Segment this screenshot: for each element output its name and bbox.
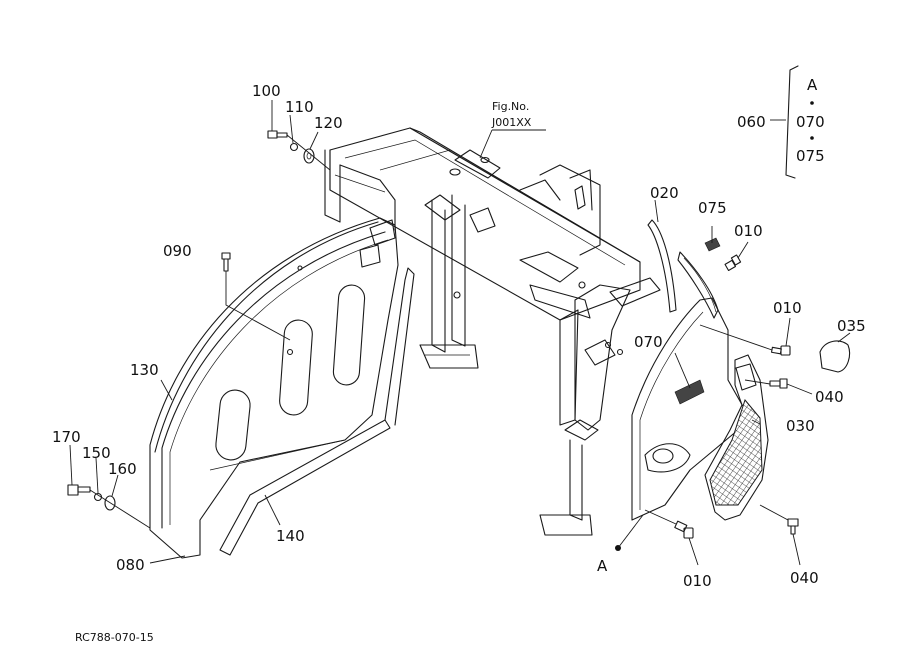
callout-090: 090 (163, 242, 192, 260)
callout-010-bottom: 010 (683, 572, 712, 590)
leader-lines (69, 100, 761, 564)
callout-110: 110 (285, 98, 314, 116)
bolt-010-bottom (644, 509, 699, 566)
callout-070: 070 (634, 333, 663, 351)
callout-100: 100 (252, 82, 281, 100)
bolt-010-mid (699, 317, 791, 356)
figure-ref-line2: J001XX (491, 116, 532, 129)
callout-010-mid: 010 (773, 299, 802, 317)
callout-120: 120 (314, 114, 343, 132)
decal-075 (704, 226, 721, 252)
callout-150: 150 (82, 444, 111, 462)
screw-040-bottom (759, 504, 801, 566)
kit-group-number: 060 (737, 113, 766, 131)
callout-075: 075 (698, 199, 727, 217)
left-side-panel (149, 217, 415, 559)
cover-035 (819, 332, 851, 373)
figure-ref-line1: Fig.No. (492, 100, 529, 113)
callout-080: 080 (116, 556, 145, 574)
callout-010-top: 010 (734, 222, 763, 240)
callout-030: 030 (786, 417, 815, 435)
callout-160: 160 (108, 460, 137, 478)
callout-labels: 100 110 120 090 130 170 150 160 080 140 … (52, 76, 866, 644)
callout-170: 170 (52, 428, 81, 446)
callout-140: 140 (276, 527, 305, 545)
bolt-090 (221, 252, 291, 341)
callout-035: 035 (837, 317, 866, 335)
bolt-010-top (724, 241, 749, 272)
kit-group-060 (770, 65, 814, 179)
kit-item-075: 075 (796, 147, 825, 165)
callout-130: 130 (130, 361, 159, 379)
right-side-panel (615, 219, 769, 551)
main-frame (324, 127, 661, 536)
document-code: RC788-070-15 (75, 631, 154, 644)
figure-reference: Fig.No. J001XX (479, 100, 546, 159)
callout-040-bottom: 040 (790, 569, 819, 587)
fasteners-170-150-160 (67, 484, 151, 529)
kit-item-a: A (807, 76, 818, 94)
screw-040-mid (744, 378, 813, 395)
kit-item-070: 070 (796, 113, 825, 131)
callout-020: 020 (650, 184, 679, 202)
callout-a-pointer: A (597, 557, 608, 575)
fasteners-100-110-120 (267, 130, 331, 171)
callout-040-mid: 040 (815, 388, 844, 406)
